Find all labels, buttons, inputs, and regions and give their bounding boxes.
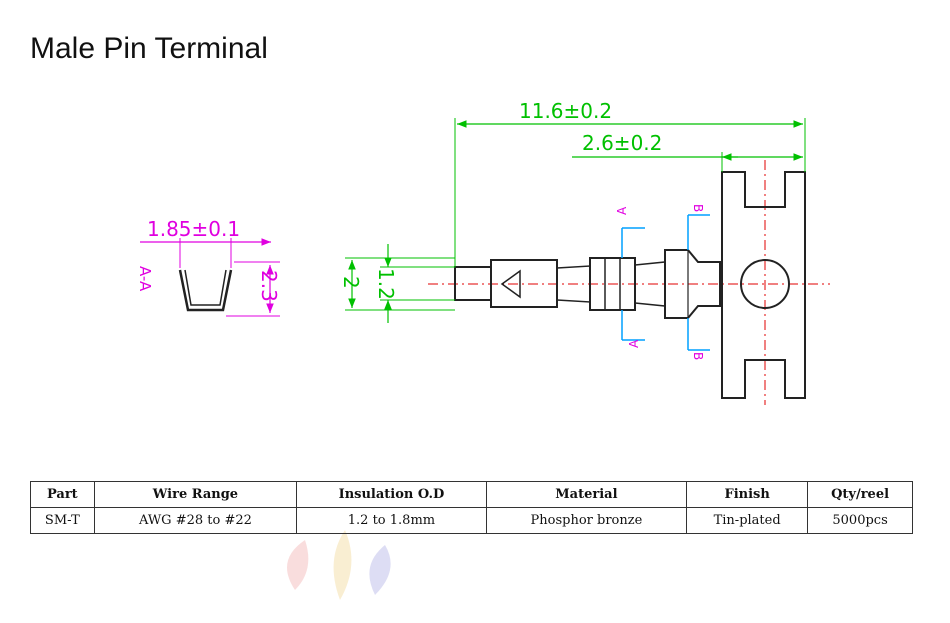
header-wire-range: Wire Range [93,481,298,508]
pin-body [490,259,558,308]
cut-b-bottom-label: B [691,352,705,360]
carrier-flange [721,171,806,399]
cell-material: Phosphor bronze [485,507,688,534]
cut-a-bottom-label: A [627,339,641,348]
header-material: Material [485,481,688,508]
pin-side-view: A A B B [428,160,830,405]
u-channel-outer [178,269,233,312]
length-dimensions: 11.6±0.2 2.6±0.2 2 1.2 [339,99,806,323]
crimp-length-label: 2.6±0.2 [582,131,662,155]
cell-insulation: 1.2 to 1.8mm [296,507,487,534]
cell-qty-reel: 5000pcs [807,507,913,534]
cell-part: SM-T [30,507,95,534]
overall-length-label: 11.6±0.2 [519,99,612,123]
outer-height-label: 2 [339,276,363,289]
cell-wire-range: AWG #28 to #22 [93,507,298,534]
crimp-section-b [664,249,721,319]
terminal-drawing: 1.85±0.1 2.3 A-A [136,99,830,405]
u-channel-inner [184,269,227,306]
table-header-row: Part Wire Range Insulation O.D Material … [30,481,913,508]
watermark-logo [287,530,391,600]
table-row: SM-T AWG #28 to #22 1.2 to 1.8mm Phospho… [30,507,913,534]
section-height-label: 2.3 [257,270,281,302]
pin-arrow-mark [500,269,521,299]
section-width-label: 1.85±0.1 [147,217,240,241]
header-part: Part [30,481,95,508]
crimp-section-a [589,257,636,311]
header-insulation: Insulation O.D [296,481,487,508]
page-title: Male Pin Terminal [30,32,268,65]
section-aa-view: 1.85±0.1 2.3 A-A [136,217,281,317]
cut-a-top-label: A [615,206,629,215]
specification-table: Part Wire Range Insulation O.D Material … [30,481,913,534]
section-aa-label: A-A [136,266,154,292]
cut-b-top-label: B [691,204,705,212]
header-finish: Finish [686,481,809,508]
pin-height-label: 1.2 [374,268,398,300]
header-qty-reel: Qty/reel [807,481,913,508]
pilot-hole [740,259,790,309]
cell-finish: Tin-plated [686,507,809,534]
